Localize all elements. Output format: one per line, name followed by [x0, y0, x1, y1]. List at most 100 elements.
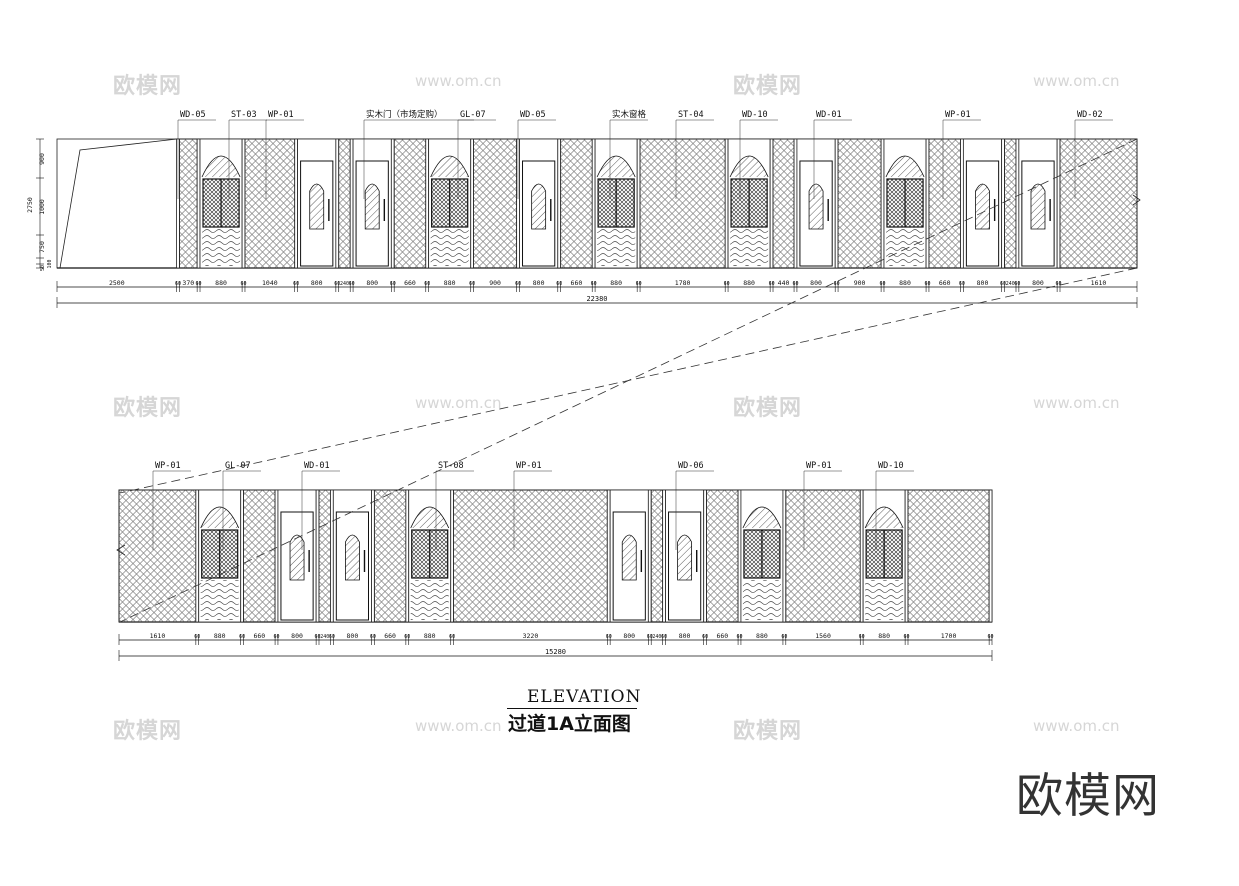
pilaster — [294, 138, 298, 269]
dimension-label: 800 — [311, 279, 323, 287]
pilaster — [330, 489, 334, 623]
arch-grille — [742, 506, 782, 529]
pilaster — [724, 138, 729, 269]
height-dimension-label: 50 — [40, 265, 46, 271]
pilaster — [650, 489, 664, 623]
dimension-label: 60 — [606, 634, 612, 640]
stone-base — [202, 229, 241, 266]
break-mark — [116, 544, 126, 556]
lattice-panel — [453, 489, 608, 623]
dimension-label: 2500 — [109, 279, 125, 287]
height-dimension-label: 100 — [47, 259, 53, 268]
pilaster — [960, 138, 964, 269]
dimension-label: 60 — [792, 281, 798, 287]
dimension-label: 60 — [736, 634, 742, 640]
door-leaf — [335, 511, 369, 621]
pilaster — [834, 138, 839, 269]
dimension-label: 60 — [1000, 281, 1006, 287]
pilaster — [988, 489, 993, 623]
door-glass-panel — [309, 183, 325, 230]
dimension-label: 60 — [661, 634, 667, 640]
dimension-label: 60 — [239, 634, 245, 640]
door-glass-panel — [975, 183, 990, 230]
arch-grille — [885, 155, 925, 178]
dimension-label: 240 — [340, 281, 349, 287]
break-mark — [1132, 194, 1141, 206]
material-callout: WP-01 — [268, 110, 294, 120]
dimension-label: 60 — [315, 634, 321, 640]
lattice-panel — [1059, 138, 1138, 269]
dimension-label: 880 — [444, 279, 456, 287]
material-callout: WD-05 — [180, 110, 206, 120]
dimension-label: 800 — [533, 279, 545, 287]
material-callout: WD-10 — [742, 110, 768, 120]
pilaster — [241, 138, 246, 269]
dimension-label: 60 — [988, 634, 994, 640]
pilaster — [195, 489, 200, 623]
pilaster — [793, 138, 798, 269]
lattice-panel — [907, 489, 990, 623]
brand-logo-text: 欧模网 — [1016, 769, 1160, 824]
pilaster — [606, 489, 611, 623]
dimension-label: 60 — [329, 634, 335, 640]
material-callout: WP-01 — [516, 461, 542, 471]
door-glass-panel — [289, 534, 305, 581]
dimension-label: 3220 — [523, 632, 539, 640]
dimension-label: 60 — [370, 634, 376, 640]
pilaster — [318, 489, 331, 623]
material-callout: WD-10 — [878, 461, 904, 471]
dimension-label: 60 — [404, 634, 410, 640]
pilaster — [591, 138, 596, 269]
dimension-label: 60 — [349, 281, 355, 287]
pilaster — [1015, 138, 1020, 269]
arch-grille — [201, 155, 241, 178]
pilaster — [880, 138, 885, 269]
lattice-panel — [373, 489, 407, 623]
height-dimension-label: 750 — [38, 241, 46, 253]
pilaster — [371, 489, 375, 623]
return-wall — [56, 138, 178, 269]
material-callout: WD-05 — [520, 110, 546, 120]
pilaster — [1001, 138, 1005, 269]
pilaster — [450, 489, 454, 623]
material-callout: WP-01 — [806, 461, 832, 471]
stone-base — [200, 580, 239, 620]
dimension-label: 60 — [781, 634, 787, 640]
dimension-label: 660 — [939, 279, 951, 287]
material-callout: 实木门（市场定购） — [366, 109, 443, 120]
dimension-label: 60 — [647, 634, 653, 640]
material-callout: ST-03 — [231, 110, 257, 120]
stone-base — [597, 229, 636, 266]
dimension-label: 60 — [904, 634, 910, 640]
material-callout: WD-01 — [304, 461, 330, 471]
dimension-label: 1700 — [941, 632, 957, 640]
pilaster — [737, 489, 742, 623]
lattice-panel — [837, 138, 882, 269]
pilaster — [349, 138, 354, 269]
dimension-label: 240 — [320, 634, 329, 640]
height-dimension-label: 2750 — [26, 197, 34, 213]
material-callout: GL-07 — [460, 110, 486, 120]
material-callout: WD-02 — [1077, 110, 1103, 120]
dimension-label: 60 — [293, 281, 299, 287]
dimension-label: 60 — [1014, 281, 1020, 287]
pilaster — [405, 489, 410, 623]
dimension-label: 800 — [291, 632, 303, 640]
stone-base — [730, 229, 769, 266]
stone-base — [742, 580, 781, 620]
height-dimension-label: 900 — [38, 153, 46, 165]
lattice-panel — [560, 138, 593, 269]
pilaster — [925, 138, 930, 269]
dimension-label: 60 — [241, 281, 247, 287]
pilaster — [335, 138, 340, 269]
dimension-label: 60 — [469, 281, 475, 287]
dimension-label: 60 — [880, 281, 886, 287]
dimension-label: 880 — [215, 279, 227, 287]
dimension-label: 60 — [196, 281, 202, 287]
door-glass-panel — [531, 183, 547, 230]
dimension-label: 60 — [636, 281, 642, 287]
pilaster — [782, 489, 787, 623]
